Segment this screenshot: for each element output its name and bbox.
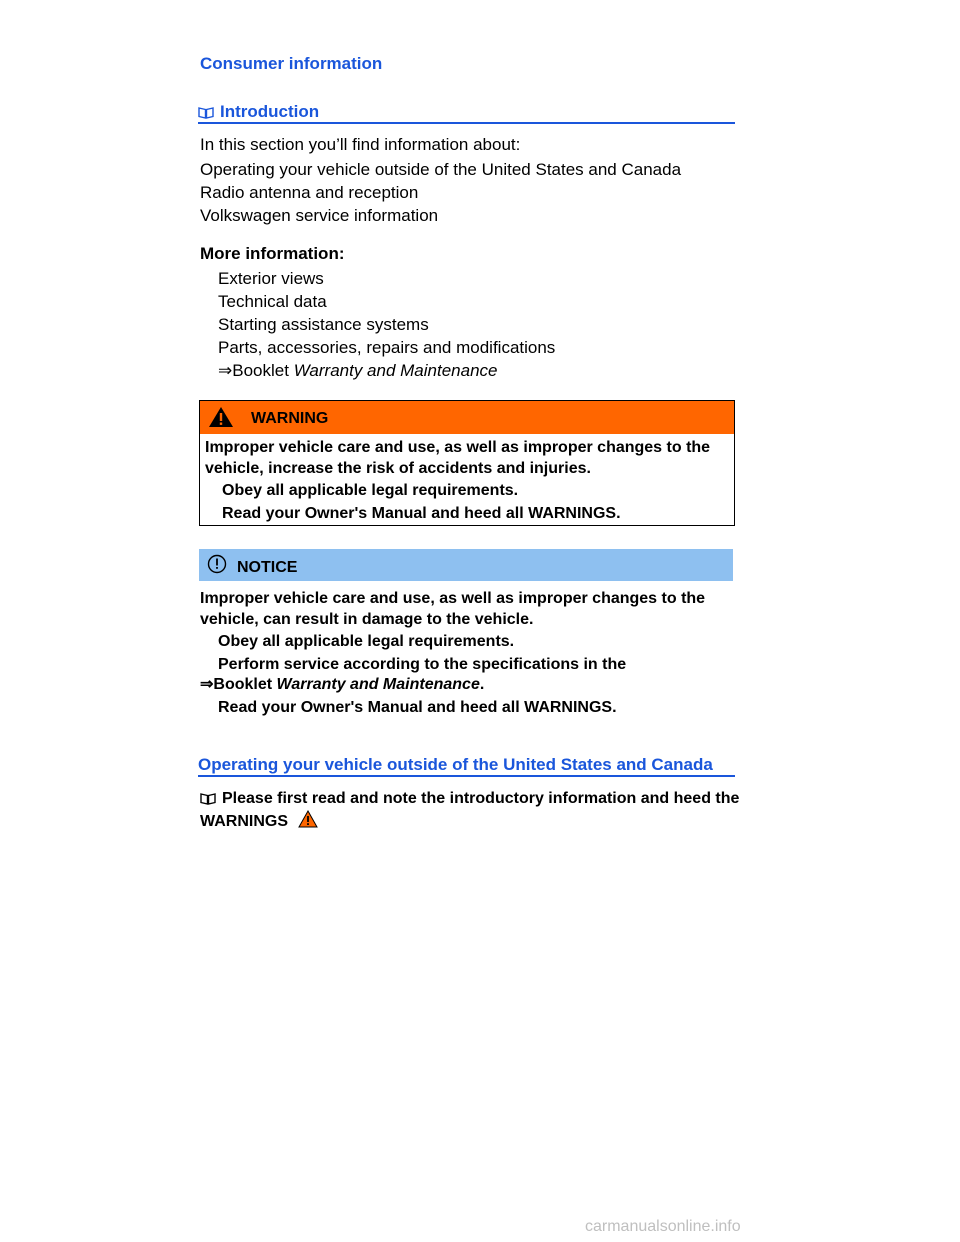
warning-text: Improper vehicle care and use, as well a… <box>205 439 711 477</box>
section-title: Introduction <box>220 102 320 121</box>
topic-link-2[interactable]: Radio antenna and reception <box>200 183 419 202</box>
more-info-link-1[interactable]: Exterior views <box>218 269 324 288</box>
notice-item-1: Obey all applicable legal requirements. <box>218 633 515 650</box>
more-info-link-2[interactable]: Technical data <box>218 292 327 311</box>
chapter-title: Consumer information <box>200 54 383 73</box>
notice-label: NOTICE <box>237 559 298 576</box>
notice-header: NOTICE <box>199 549 733 581</box>
book-icon <box>198 104 214 124</box>
warning-triangle-icon <box>208 406 234 433</box>
intro-text: In this section you’ll find information … <box>200 135 521 154</box>
section-heading-introduction: Introduction <box>198 102 735 124</box>
watermark: carmanualsonline.info <box>585 1218 741 1235</box>
book-icon <box>200 791 216 810</box>
notice-item-3: Read your Owner's Manual and heed all WA… <box>218 699 617 716</box>
read-note: Please first read and note the introduct… <box>200 789 740 833</box>
notice-item-2: Perform service according to the specifi… <box>218 656 627 673</box>
more-info-link-4[interactable]: Parts, accessories, repairs and modifica… <box>218 338 556 357</box>
booklet-period: . <box>479 676 485 693</box>
booklet-title: Warranty and Maintenance <box>293 361 498 380</box>
booklet-prefix: Booklet <box>232 361 289 380</box>
topic-link-3[interactable]: Volkswagen service information <box>200 206 439 225</box>
warning-item-2: Read your Owner's Manual and heed all WA… <box>222 505 621 522</box>
booklet-prefix: Booklet <box>213 676 273 693</box>
booklet-title: Warranty and Maintenance <box>276 676 480 693</box>
warning-box: WARNING Improper vehicle care and use, a… <box>199 400 735 526</box>
topic-link-1[interactable]: Operating your vehicle outside of the Un… <box>200 160 682 179</box>
read-note-text: Please first read and note the introduct… <box>200 790 740 830</box>
warning-item-1: Obey all applicable legal requirements. <box>222 482 519 499</box>
warning-label: WARNING <box>251 410 329 427</box>
more-info-link-3[interactable]: Starting assistance systems <box>218 315 429 334</box>
more-info-heading: More information: <box>200 244 345 263</box>
arrow-icon: ⇒ <box>200 676 214 693</box>
warning-link-icon[interactable] <box>298 809 319 833</box>
arrow-icon: ⇒ <box>218 361 233 380</box>
warning-header: WARNING <box>200 401 734 434</box>
notice-booklet-reference[interactable]: ⇒Booklet Warranty and Maintenance. <box>200 674 484 695</box>
booklet-reference[interactable]: ⇒Booklet Warranty and Maintenance <box>218 359 498 382</box>
section-heading-operating-outside: Operating your vehicle outside of the Un… <box>198 755 735 777</box>
notice-text: Improper vehicle care and use, as well a… <box>200 590 706 628</box>
exclamation-circle-icon <box>207 554 227 579</box>
